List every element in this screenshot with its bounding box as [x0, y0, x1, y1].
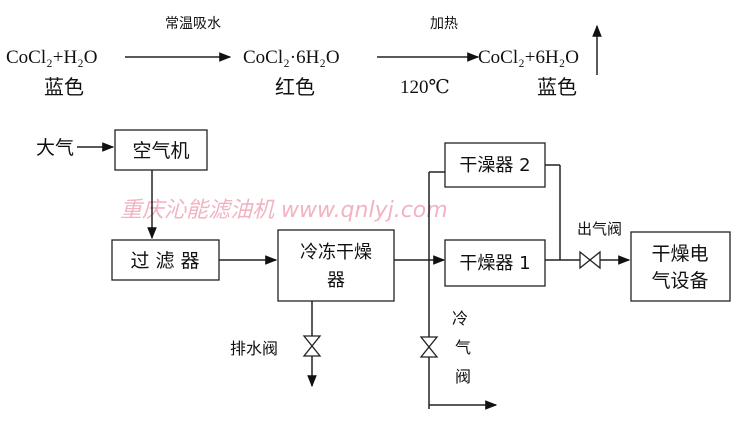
cold-air-char-3: 阀 — [455, 367, 471, 386]
outlet-valve-icon — [579, 250, 601, 270]
dryer-2-label: 干澡器 2 — [459, 155, 530, 176]
drain-valve-icon — [302, 335, 322, 357]
equipment-label-line1: 干燥电 — [651, 243, 708, 265]
equipment-label-line2: 气设备 — [651, 270, 708, 292]
product-formula: CoCl₂+6H₂O — [478, 47, 579, 68]
dryer-1-box: 干燥器 1 — [444, 239, 546, 287]
hydrate-formula: CoCl₂·6H₂O — [243, 47, 340, 68]
step2-condition-top: 加热 — [430, 16, 458, 32]
step2-condition-bottom: 120℃ — [400, 77, 450, 98]
atmosphere-label: 大气 — [36, 137, 74, 159]
hydrate-color-label: 红色 — [275, 75, 315, 99]
dryer-1-label: 干燥器 1 — [459, 253, 530, 274]
dry-electrical-equipment-box: 干燥电 气设备 — [630, 231, 731, 302]
dryer-2-box: 干澡器 2 — [444, 142, 546, 188]
cold-air-char-1: 冷 — [452, 309, 468, 328]
filter-box: 过 滤 器 — [111, 239, 220, 281]
freeze-dryer-box: 冷冻干燥 器 — [277, 229, 395, 302]
air-compressor-box: 空气机 — [114, 129, 208, 171]
step1-condition: 常温吸水 — [165, 16, 221, 32]
freeze-dryer-label-line1: 冷冻干燥 — [300, 242, 372, 263]
drain-valve-label: 排水阀 — [230, 339, 278, 358]
filter-label: 过 滤 器 — [130, 250, 199, 272]
watermark-text: 重庆沁能滤油机 www.qnlyj.com — [120, 198, 448, 223]
reactant-formula: CoCl₂+H₂O — [6, 47, 98, 68]
cold-air-char-2: 气 — [455, 338, 471, 357]
cold-air-valve-icon — [419, 336, 439, 358]
air-compressor-label: 空气机 — [132, 140, 189, 162]
freeze-dryer-label-line2: 器 — [327, 270, 345, 291]
outlet-valve-label: 出气阀 — [577, 220, 622, 238]
reactant-color-label: 蓝色 — [44, 75, 84, 99]
product-color-label: 蓝色 — [537, 75, 577, 99]
